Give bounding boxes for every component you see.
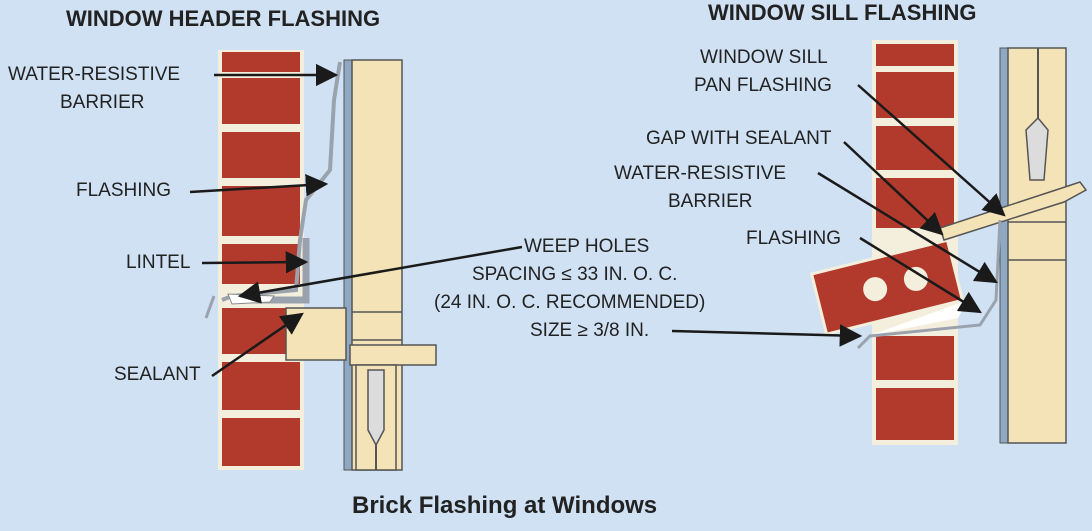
sill-brick-wall: [809, 40, 968, 445]
header-section-title: WINDOW HEADER FLASHING: [66, 6, 381, 31]
label-flashing-left: FLASHING: [76, 180, 172, 201]
figure-caption: Brick Flashing at Windows: [352, 492, 658, 519]
label-wrb-left-2: BARRIER: [60, 92, 145, 113]
label-gap-sealant: GAP WITH SEALANT: [646, 128, 832, 149]
header-wall-framing: [285, 59, 437, 471]
label-sill-pan-2: PAN FLASHING: [694, 75, 832, 96]
label-wrb-right: WATER-RESISTIVE: [614, 163, 787, 184]
label-sill-pan-1: WINDOW SILL: [700, 47, 828, 68]
sill-leader-lines: [671, 84, 1006, 347]
header-brick-wall: [218, 50, 304, 470]
label-sealant: SEALANT: [114, 364, 201, 385]
label-lintel: LINTEL: [126, 252, 191, 273]
label-weep-size: SIZE ≥ 3/8 IN.: [530, 320, 650, 341]
label-weep-recommended: (24 IN. O. C. RECOMMENDED): [434, 292, 706, 313]
label-flashing-right: FLASHING: [746, 228, 842, 249]
label-weep-holes: WEEP HOLES: [524, 236, 650, 257]
label-weep-spacing: SPACING ≤ 33 IN. O. C.: [472, 264, 678, 285]
label-wrb-left: WATER-RESISTIVE: [8, 64, 181, 85]
header-leader-lines: [189, 63, 523, 378]
sill-section-title: WINDOW SILL FLASHING: [708, 0, 977, 25]
label-wrb-right-2: BARRIER: [668, 191, 753, 212]
sill-window-frame: [939, 47, 1088, 444]
